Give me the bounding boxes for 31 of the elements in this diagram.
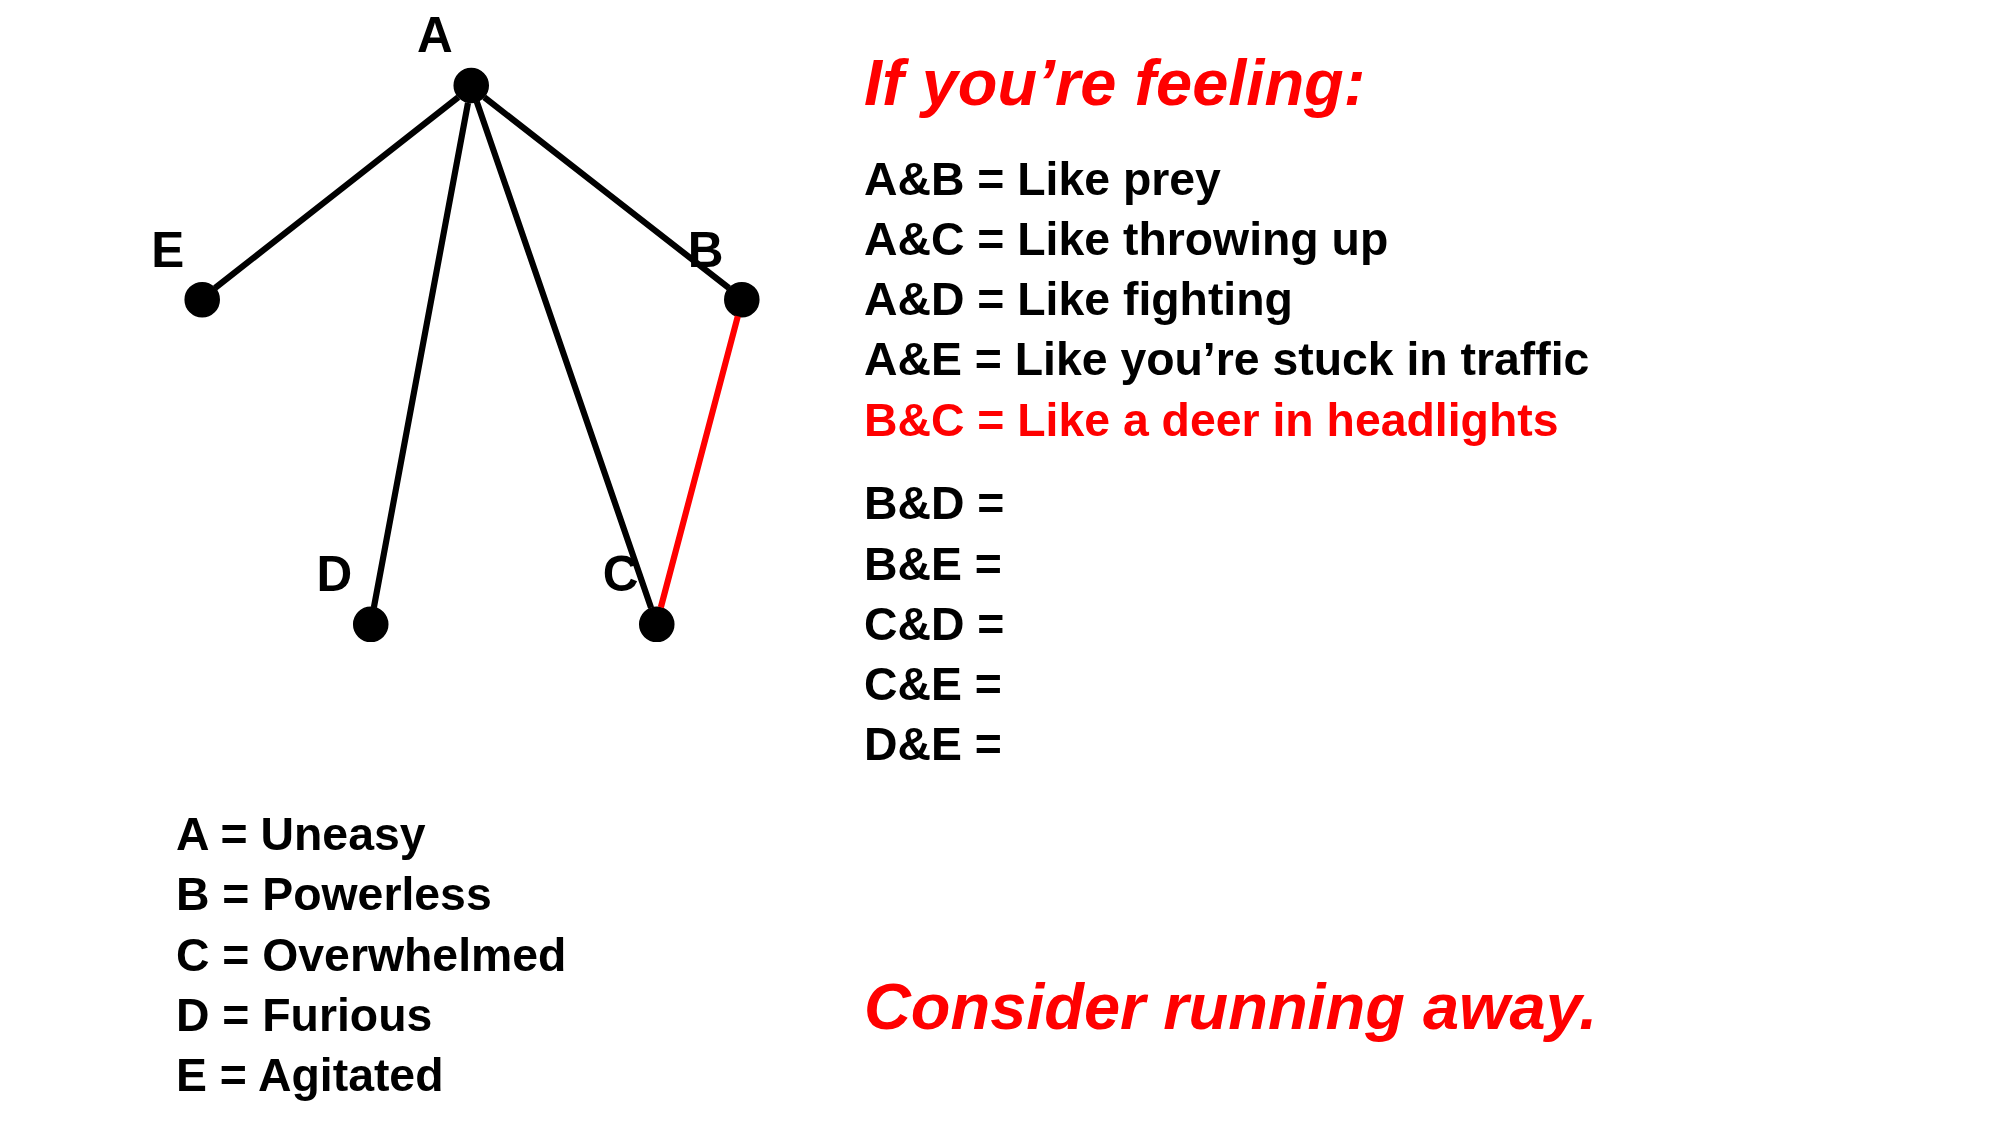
connector xyxy=(482,94,731,291)
label: D = Furious xyxy=(175,988,433,1041)
label: A = Uneasy xyxy=(175,808,426,861)
label: A&E = Like you’re stuck in traffic xyxy=(863,333,1590,386)
node-circle xyxy=(184,281,220,318)
label: C&D = xyxy=(863,597,1005,650)
label: C = Overwhelmed xyxy=(175,928,567,981)
label: A&B = Like prey xyxy=(863,152,1221,205)
connector xyxy=(473,100,654,609)
node-label: E xyxy=(151,221,185,277)
node-label: D xyxy=(316,546,353,602)
connector xyxy=(370,102,472,608)
node-circle xyxy=(352,606,389,643)
label: If you’re feeling: xyxy=(863,46,1366,120)
node-circle xyxy=(453,67,489,104)
connector xyxy=(657,315,741,609)
node-label: C xyxy=(602,546,639,602)
node-label: A xyxy=(417,7,453,63)
label: Consider running away. xyxy=(863,969,1598,1043)
label: D&E = xyxy=(863,718,1002,771)
label: B&E = xyxy=(863,537,1002,590)
label: A&C = Like throwing up xyxy=(863,212,1389,265)
label: C&E = xyxy=(863,658,1002,711)
label: B&C = Like a deer in headlights xyxy=(863,393,1559,446)
node-circle xyxy=(724,281,760,318)
label: A&D = Like fighting xyxy=(863,273,1293,326)
node-circle xyxy=(639,606,675,643)
label: E = Agitated xyxy=(175,1049,444,1102)
label: B = Powerless xyxy=(175,868,492,921)
connector xyxy=(213,94,461,291)
label: B&D = xyxy=(863,477,1005,530)
